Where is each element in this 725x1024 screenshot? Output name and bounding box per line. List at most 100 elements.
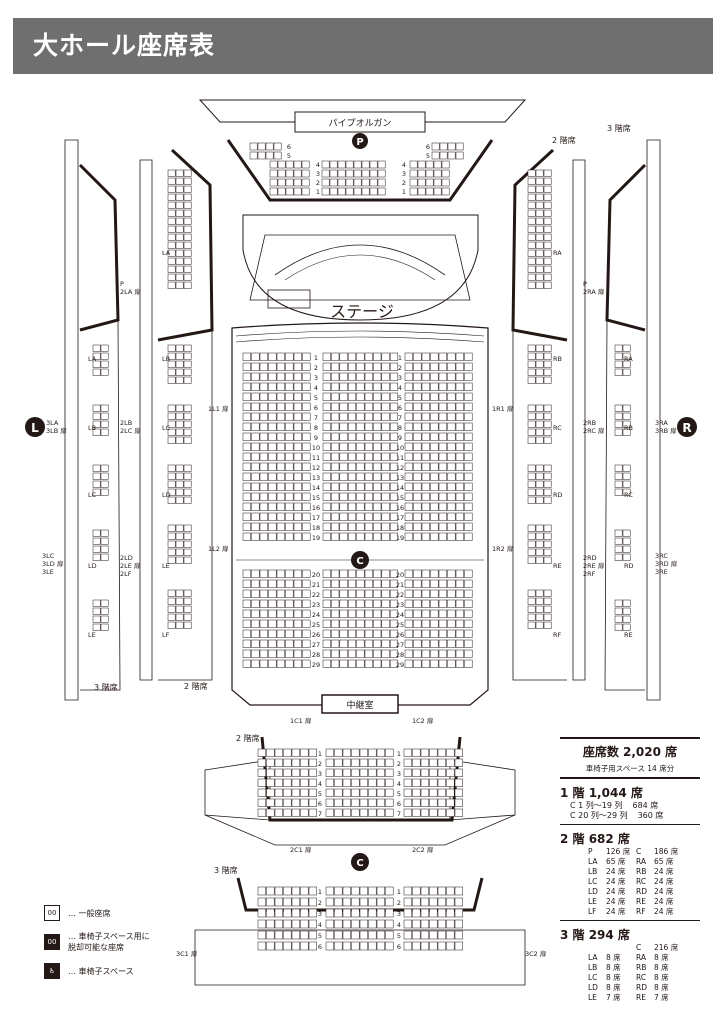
door-label: 3RB 扉: [655, 426, 677, 435]
floor1-seat: [464, 362, 473, 371]
p-seat: [345, 178, 354, 187]
floor1-seat: [413, 372, 422, 381]
floor1-seat: [285, 432, 294, 441]
floor3-seat: [412, 886, 421, 896]
p-seat: [353, 187, 362, 196]
floor1-seat: [259, 532, 268, 541]
floor1-seat: [404, 492, 413, 501]
row-number: 5: [398, 394, 402, 402]
floor1-seat: [404, 522, 413, 531]
side-seat: [92, 599, 101, 607]
side-seat: [527, 249, 536, 257]
floor3-seat: [368, 941, 377, 951]
side-seat: [527, 532, 536, 540]
floor1-seat: [438, 442, 447, 451]
side-seat: [183, 185, 192, 193]
floor1-seat: [251, 352, 260, 361]
floor1-seat: [339, 649, 348, 658]
floor1-seat: [293, 569, 302, 578]
floor1-seat: [293, 352, 302, 361]
floor1-seat: [339, 462, 348, 471]
floor1-seat: [356, 659, 365, 668]
floor1-seat: [413, 599, 422, 608]
floor1-seat: [322, 362, 331, 371]
floor2-seat: [274, 768, 283, 777]
floor1-seat: [276, 432, 285, 441]
floor1-seat: [268, 629, 277, 638]
floor1-seat: [438, 472, 447, 481]
side-seat: [527, 273, 536, 281]
side-seat: [183, 265, 192, 273]
side-seat: [535, 193, 544, 201]
floor1-seat: [285, 492, 294, 501]
side-seat: [535, 420, 544, 428]
side-seat: [527, 472, 536, 480]
side-seat: [167, 281, 176, 289]
side-seat: [535, 480, 544, 488]
floor1-seat: [421, 392, 430, 401]
row-number: 3: [318, 770, 322, 778]
floor1-seat: [347, 619, 357, 628]
floor1-seat: [438, 609, 447, 618]
floor1-seat: [268, 362, 277, 371]
side-seat: [175, 412, 184, 420]
floor1-seat: [447, 392, 456, 401]
floor1-seat: [373, 619, 382, 628]
floor2-seat: [325, 748, 334, 757]
side-seat: [100, 599, 109, 607]
side-seat: [535, 540, 544, 548]
floor1-seat: [373, 589, 382, 598]
side-seat: [543, 488, 552, 496]
p-seat: [361, 160, 370, 169]
side-seat: [92, 545, 101, 553]
door-1c1: 1C1 扉: [290, 716, 312, 725]
floor3-seat: [300, 897, 309, 907]
floor2-seat: [283, 748, 292, 757]
floor1-seat: [339, 659, 348, 668]
floor1-seat: [331, 619, 340, 628]
row-number: 20: [396, 571, 404, 579]
side-seat: [92, 529, 101, 537]
p-seat: [345, 169, 354, 178]
floor1-seat: [364, 452, 373, 461]
floor1-seat: [276, 472, 285, 481]
floor1-seat: [404, 639, 413, 648]
side-seat: [167, 193, 176, 201]
floor3-seat: [274, 886, 283, 896]
p-seat: [293, 187, 302, 196]
floor1-seat: [447, 462, 456, 471]
side-seat: [167, 360, 176, 368]
side-seat: [535, 613, 544, 621]
side-seat: [543, 249, 552, 257]
side-seat: [167, 177, 176, 185]
side-seat: [535, 488, 544, 496]
floor1-seat: [285, 629, 294, 638]
floor1-seat: [404, 599, 413, 608]
side-seat: [175, 241, 184, 249]
floor1-seat: [438, 589, 447, 598]
side-seat: [535, 249, 544, 257]
p-seat: [329, 169, 338, 178]
floor1-seat: [347, 372, 357, 381]
floor1-seat: [322, 462, 331, 471]
side-seat: [100, 428, 109, 436]
p-seat: [361, 169, 370, 178]
floor1-seat: [364, 649, 373, 658]
side-seat: [183, 193, 192, 201]
floor1-seat: [259, 569, 268, 578]
floor1-seat: [242, 352, 251, 361]
p-seat: [269, 169, 278, 178]
floor1-seat: [364, 579, 373, 588]
side-seat: [167, 273, 176, 281]
floor1-seat: [302, 402, 311, 411]
side-seat: [175, 233, 184, 241]
floor1-seat: [268, 482, 277, 491]
floor1-seat: [302, 609, 311, 618]
floor2-seat: [429, 808, 438, 817]
floor2-seat: [300, 798, 309, 807]
p-seat: [329, 187, 338, 196]
floor1-seat: [331, 462, 340, 471]
floor1-seat: [322, 422, 331, 431]
floor2-seat: [351, 808, 360, 817]
